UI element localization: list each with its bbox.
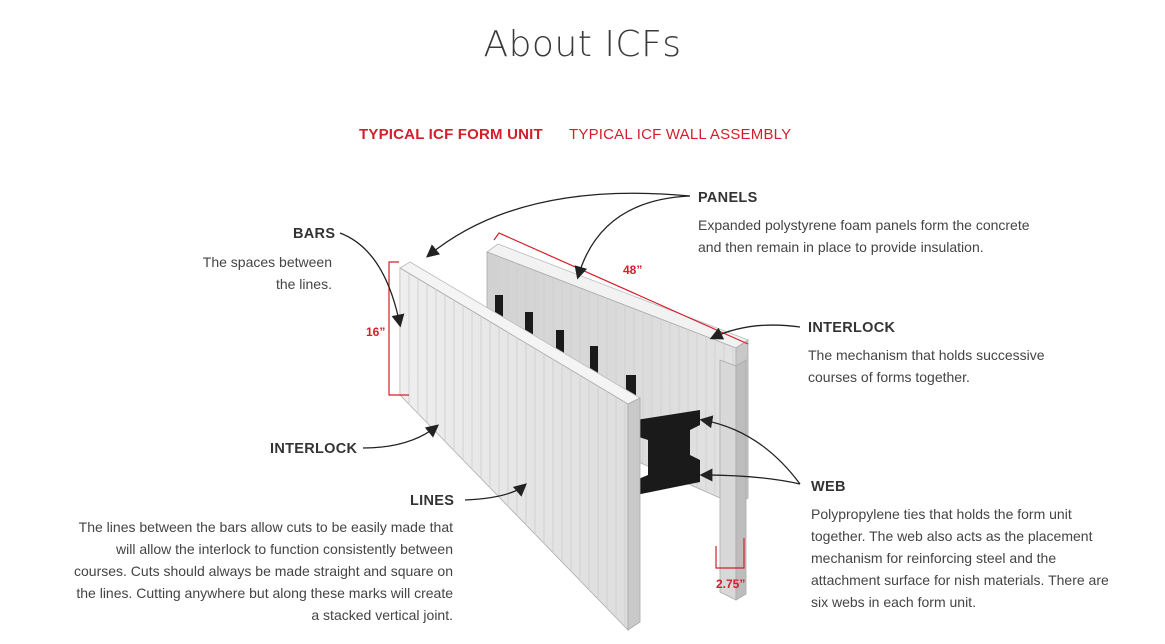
web-desc-line: six webs in each form unit.: [811, 594, 976, 610]
web-callout-title: WEB: [811, 479, 846, 495]
bars-desc-line: the lines.: [275, 276, 332, 292]
lines-desc-line: will allow the interlock to function con…: [116, 541, 453, 557]
tab-typical-icf-wall-assembly[interactable]: TYPICAL ICF WALL ASSEMBLY: [569, 126, 792, 143]
dimension-lines: [388, 232, 749, 569]
height-dimension-label: 16”: [366, 325, 386, 339]
page-title: About ICFs: [483, 24, 682, 65]
web-desc-line: attachment surface for nish materials. T…: [811, 572, 1109, 588]
bars-callout-desc: The spaces between the lines.: [150, 251, 332, 295]
panels-callout-title: PANELS: [698, 190, 758, 206]
interlock-callout-title: INTERLOCK: [808, 320, 896, 336]
tab-typical-icf-form-unit[interactable]: TYPICAL ICF FORM UNIT: [359, 126, 543, 143]
interlock-left-callout-title: INTERLOCK: [270, 441, 358, 457]
bars-desc-line: The spaces between: [202, 254, 332, 270]
callout-arrows: [339, 192, 801, 501]
web-desc-line: together. The web also acts as the place…: [811, 528, 1093, 544]
web-width-dimension-label: 2.75”: [716, 577, 746, 591]
front-foam-panel: [399, 261, 641, 631]
web-callout-desc: Polypropylene ties that holds the form u…: [811, 503, 1109, 613]
lines-desc-line: the lines. Cutting anywhere but along th…: [76, 585, 453, 601]
interlock-callout-desc: The mechanism that holds successive cour…: [808, 344, 1045, 388]
panels-desc-line: and then remain in place to provide insu…: [698, 239, 984, 255]
bars-callout-title: BARS: [293, 226, 336, 242]
panels-callout-desc: Expanded polystyrene foam panels form th…: [698, 214, 1030, 258]
lines-desc-line: courses. Cuts should always be made stra…: [74, 563, 453, 579]
web-desc-line: Polypropylene ties that holds the form u…: [811, 506, 1072, 522]
lines-callout-title: LINES: [410, 493, 455, 509]
web-desc-line: mechanism for reinforcing steel and the: [811, 550, 1057, 566]
lines-desc-line: The lines between the bars allow cuts to…: [78, 519, 453, 535]
interlock-desc-line: courses of forms together.: [808, 369, 970, 385]
interlock-desc-line: The mechanism that holds successive: [808, 347, 1045, 363]
length-dimension-label: 48”: [623, 263, 643, 277]
panels-desc-line: Expanded polystyrene foam panels form th…: [698, 217, 1030, 233]
lines-desc-line: a stacked vertical joint.: [311, 607, 453, 623]
lines-callout-desc: The lines between the bars allow cuts to…: [20, 516, 453, 626]
